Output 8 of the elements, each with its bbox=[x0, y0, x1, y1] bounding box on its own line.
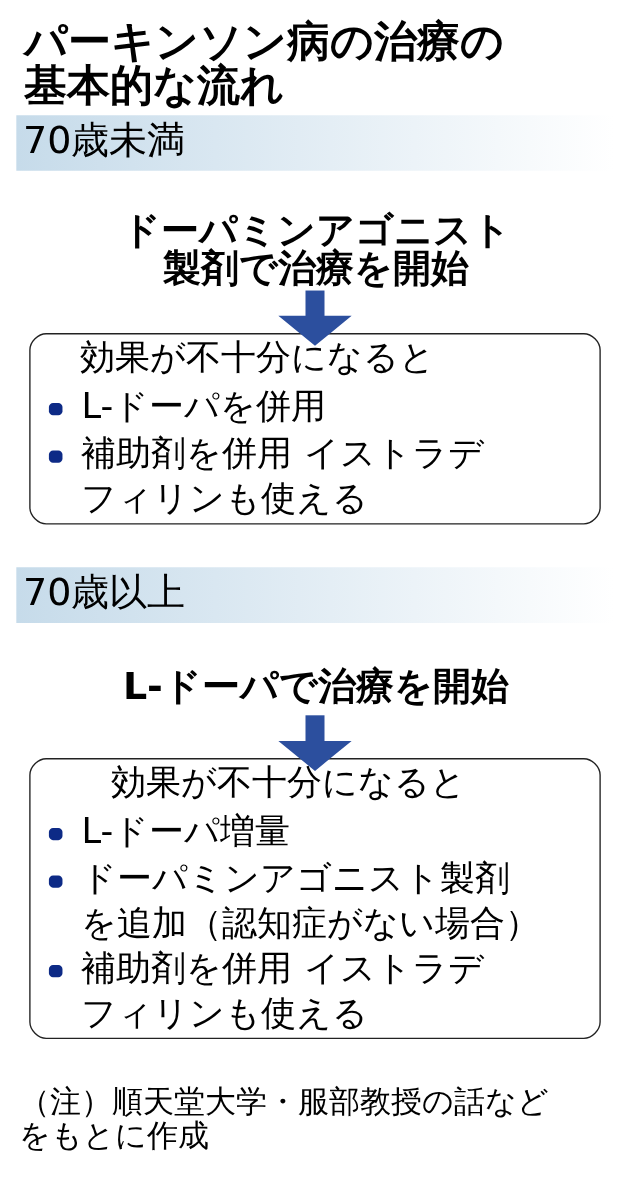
node-box: 効果が不十分になると L-ドーパ増量 ドーパミンアゴニスト製剤を追加（認知症がない場合） 補助剤を併用 イストラデフィリンも使える bbox=[29, 757, 601, 1039]
arrow bbox=[278, 714, 352, 771]
node-text: L-ドーパで治療を開始 bbox=[122, 663, 509, 708]
arrow bbox=[278, 290, 352, 346]
label: （注）順天堂大学・服部教授の話などをもとに作成 bbox=[19, 1082, 550, 1153]
diagram-title: パーキンソン病の治療の基本的な流れ bbox=[24, 15, 505, 110]
node-box: 効果が不十分になると L-ドーパを併用 補助剤を併用 イストラデフィリンも使える bbox=[29, 332, 601, 524]
node-text: ドーパミンアゴニスト製剤で治療を開始 bbox=[121, 207, 511, 290]
